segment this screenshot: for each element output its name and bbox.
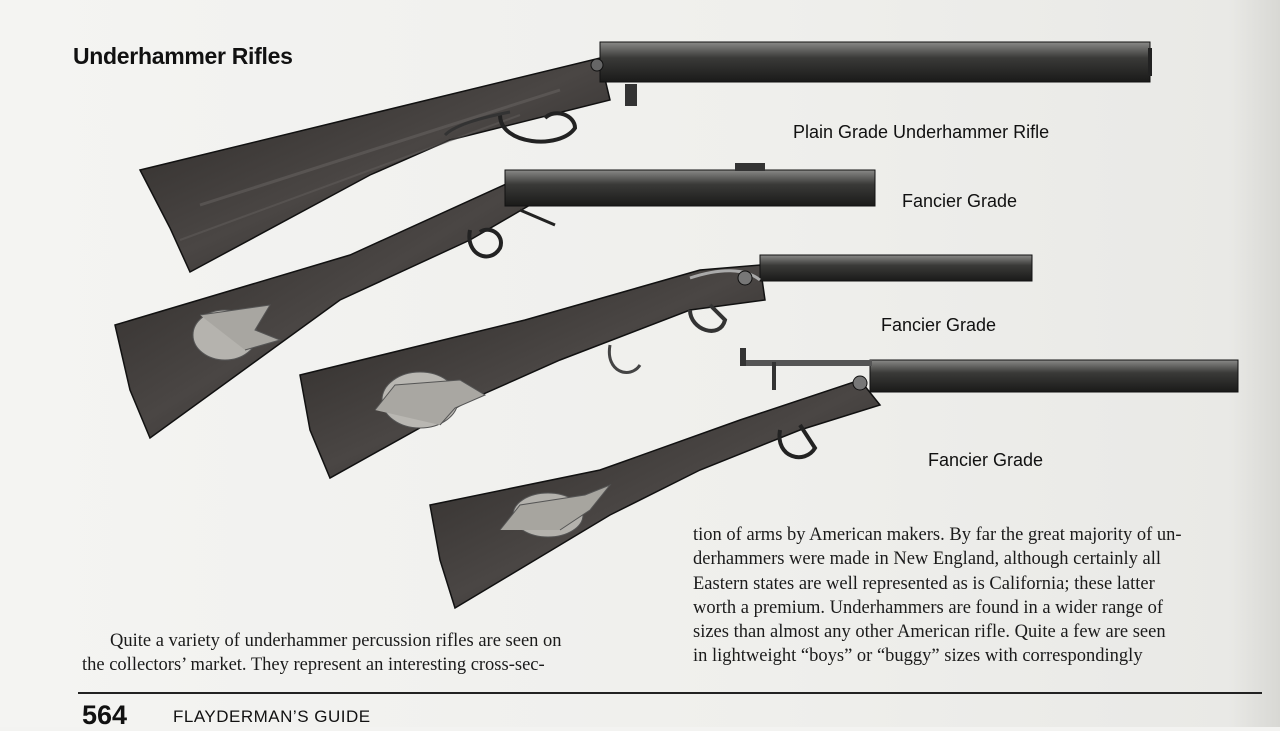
body-line: worth a premium. Underhammers are found … bbox=[693, 597, 1164, 618]
body-line: Quite a variety of underhammer percussio… bbox=[110, 631, 562, 651]
rifle-fancier-grade-1 bbox=[114, 163, 876, 440]
body-line: sizes than almost any other American rif… bbox=[693, 622, 1166, 643]
caption-plain-grade: Plain Grade Underhammer Rifle bbox=[793, 122, 1050, 142]
body-line: the collectors’ market. They represent a… bbox=[82, 655, 545, 676]
body-line: Eastern states are well represented as i… bbox=[693, 573, 1155, 594]
caption-fancier-grade-1: Fancier Grade bbox=[902, 191, 1018, 211]
running-head: FLAYDERMAN’S GUIDE bbox=[173, 707, 371, 726]
rifle-fancier-grade-2 bbox=[299, 254, 1033, 480]
caption-fancier-grade-3: Fancier Grade bbox=[928, 450, 1044, 470]
section-title: Underhammer Rifles bbox=[73, 43, 293, 69]
rifle-fancier-grade-3 bbox=[429, 348, 1239, 610]
body-text-right: tion of arms by American makers. By far … bbox=[693, 523, 1182, 669]
rifle-plain-grade bbox=[138, 41, 1152, 274]
page-number: 564 bbox=[82, 700, 128, 730]
footer-rule bbox=[78, 692, 1262, 694]
body-line: tion of arms by American makers. By far … bbox=[693, 525, 1182, 545]
caption-fancier-grade-2: Fancier Grade bbox=[881, 315, 997, 335]
body-line: derhammers were made in New England, alt… bbox=[693, 549, 1161, 570]
body-text-left: Quite a variety of underhammer percussio… bbox=[82, 629, 562, 678]
body-line: in lightweight “boys” or “buggy” sizes w… bbox=[693, 646, 1143, 667]
